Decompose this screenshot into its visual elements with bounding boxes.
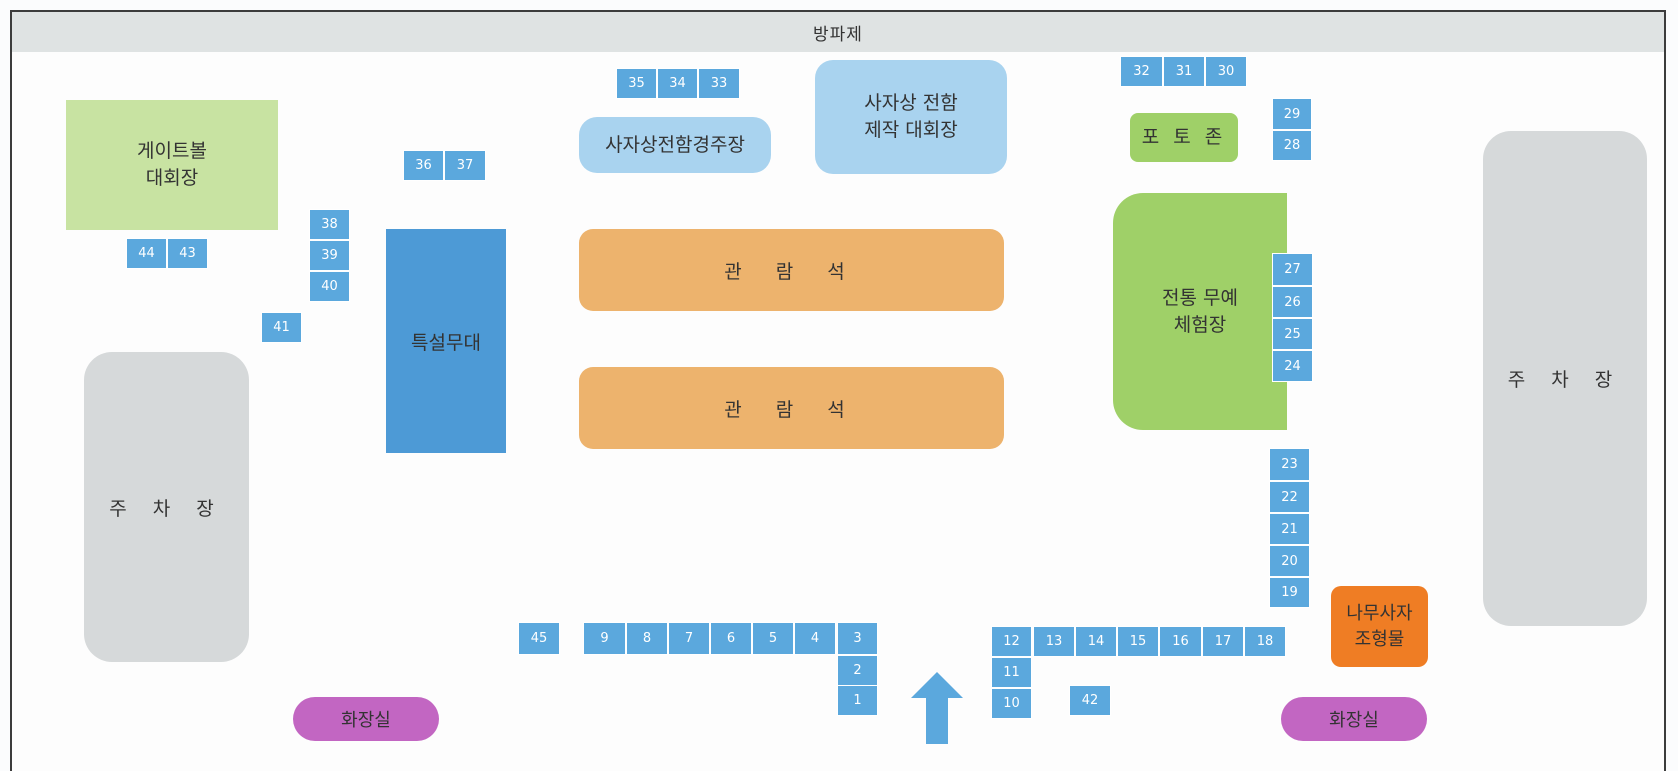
booth-39: 39 bbox=[309, 240, 350, 271]
booth-22: 22 bbox=[1269, 481, 1310, 513]
booth-19: 19 bbox=[1269, 577, 1310, 608]
toilet-right: 화장실 bbox=[1281, 697, 1427, 741]
booth-9: 9 bbox=[583, 622, 626, 655]
booth-23: 23 bbox=[1269, 448, 1310, 481]
booth-10: 10 bbox=[991, 688, 1032, 719]
booth-44: 44 bbox=[126, 238, 167, 269]
booth-4: 4 bbox=[794, 622, 836, 655]
booth-18: 18 bbox=[1244, 626, 1286, 657]
booth-13: 13 bbox=[1033, 626, 1075, 657]
parking-lot-left: 주 차 장 bbox=[84, 352, 249, 662]
audience-seats-top: 관 람 석 bbox=[579, 229, 1004, 311]
photo-zone: 포 토 존 bbox=[1130, 113, 1238, 162]
booth-30: 30 bbox=[1205, 56, 1247, 87]
booth-37: 37 bbox=[444, 150, 486, 181]
booth-21: 21 bbox=[1269, 513, 1310, 545]
booth-3: 3 bbox=[837, 622, 878, 655]
booth-26: 26 bbox=[1272, 286, 1313, 318]
booth-27: 27 bbox=[1272, 253, 1313, 286]
breakwater-label: 방파제 bbox=[12, 12, 1664, 52]
booth-8: 8 bbox=[626, 622, 668, 655]
booth-14: 14 bbox=[1075, 626, 1117, 657]
special-stage: 특설무대 bbox=[386, 229, 506, 453]
traditional-martial-arts-area: 전통 무예 체험장 bbox=[1113, 193, 1287, 430]
booth-35: 35 bbox=[616, 68, 657, 99]
booth-16: 16 bbox=[1159, 626, 1202, 657]
booth-41: 41 bbox=[261, 312, 302, 343]
audience-seats-bottom: 관 람 석 bbox=[579, 367, 1004, 449]
booth-33: 33 bbox=[698, 68, 740, 99]
booth-42: 42 bbox=[1069, 685, 1111, 716]
gateball-area: 게이트볼 대회장 bbox=[66, 100, 278, 230]
parking-lot-right: 주 차 장 bbox=[1483, 131, 1647, 626]
booth-45: 45 bbox=[518, 622, 560, 655]
booth-29: 29 bbox=[1272, 98, 1312, 130]
wooden-lion-sculpture: 나무사자 조형물 bbox=[1331, 586, 1428, 667]
booth-40: 40 bbox=[309, 271, 350, 302]
booth-38: 38 bbox=[309, 209, 350, 240]
booth-43: 43 bbox=[167, 238, 208, 269]
toilet-left: 화장실 bbox=[293, 697, 439, 741]
booth-1: 1 bbox=[837, 685, 878, 716]
booth-34: 34 bbox=[657, 68, 698, 99]
booth-31: 31 bbox=[1163, 56, 1205, 87]
booth-25: 25 bbox=[1272, 318, 1313, 350]
entrance-arrow-icon bbox=[911, 672, 963, 744]
booth-6: 6 bbox=[710, 622, 752, 655]
booth-24: 24 bbox=[1272, 350, 1313, 382]
lion-ship-making-area: 사자상 전함 제작 대회장 bbox=[815, 60, 1007, 174]
booth-32: 32 bbox=[1120, 56, 1163, 87]
booth-28: 28 bbox=[1272, 130, 1312, 161]
booth-12: 12 bbox=[991, 626, 1032, 657]
booth-17: 17 bbox=[1202, 626, 1244, 657]
booth-2: 2 bbox=[837, 655, 878, 686]
booth-5: 5 bbox=[752, 622, 794, 655]
booth-11: 11 bbox=[991, 657, 1032, 688]
booth-7: 7 bbox=[668, 622, 710, 655]
booth-15: 15 bbox=[1117, 626, 1159, 657]
booth-20: 20 bbox=[1269, 545, 1310, 577]
booth-36: 36 bbox=[403, 150, 444, 181]
lion-ship-race-area: 사자상전함경주장 bbox=[579, 117, 771, 173]
